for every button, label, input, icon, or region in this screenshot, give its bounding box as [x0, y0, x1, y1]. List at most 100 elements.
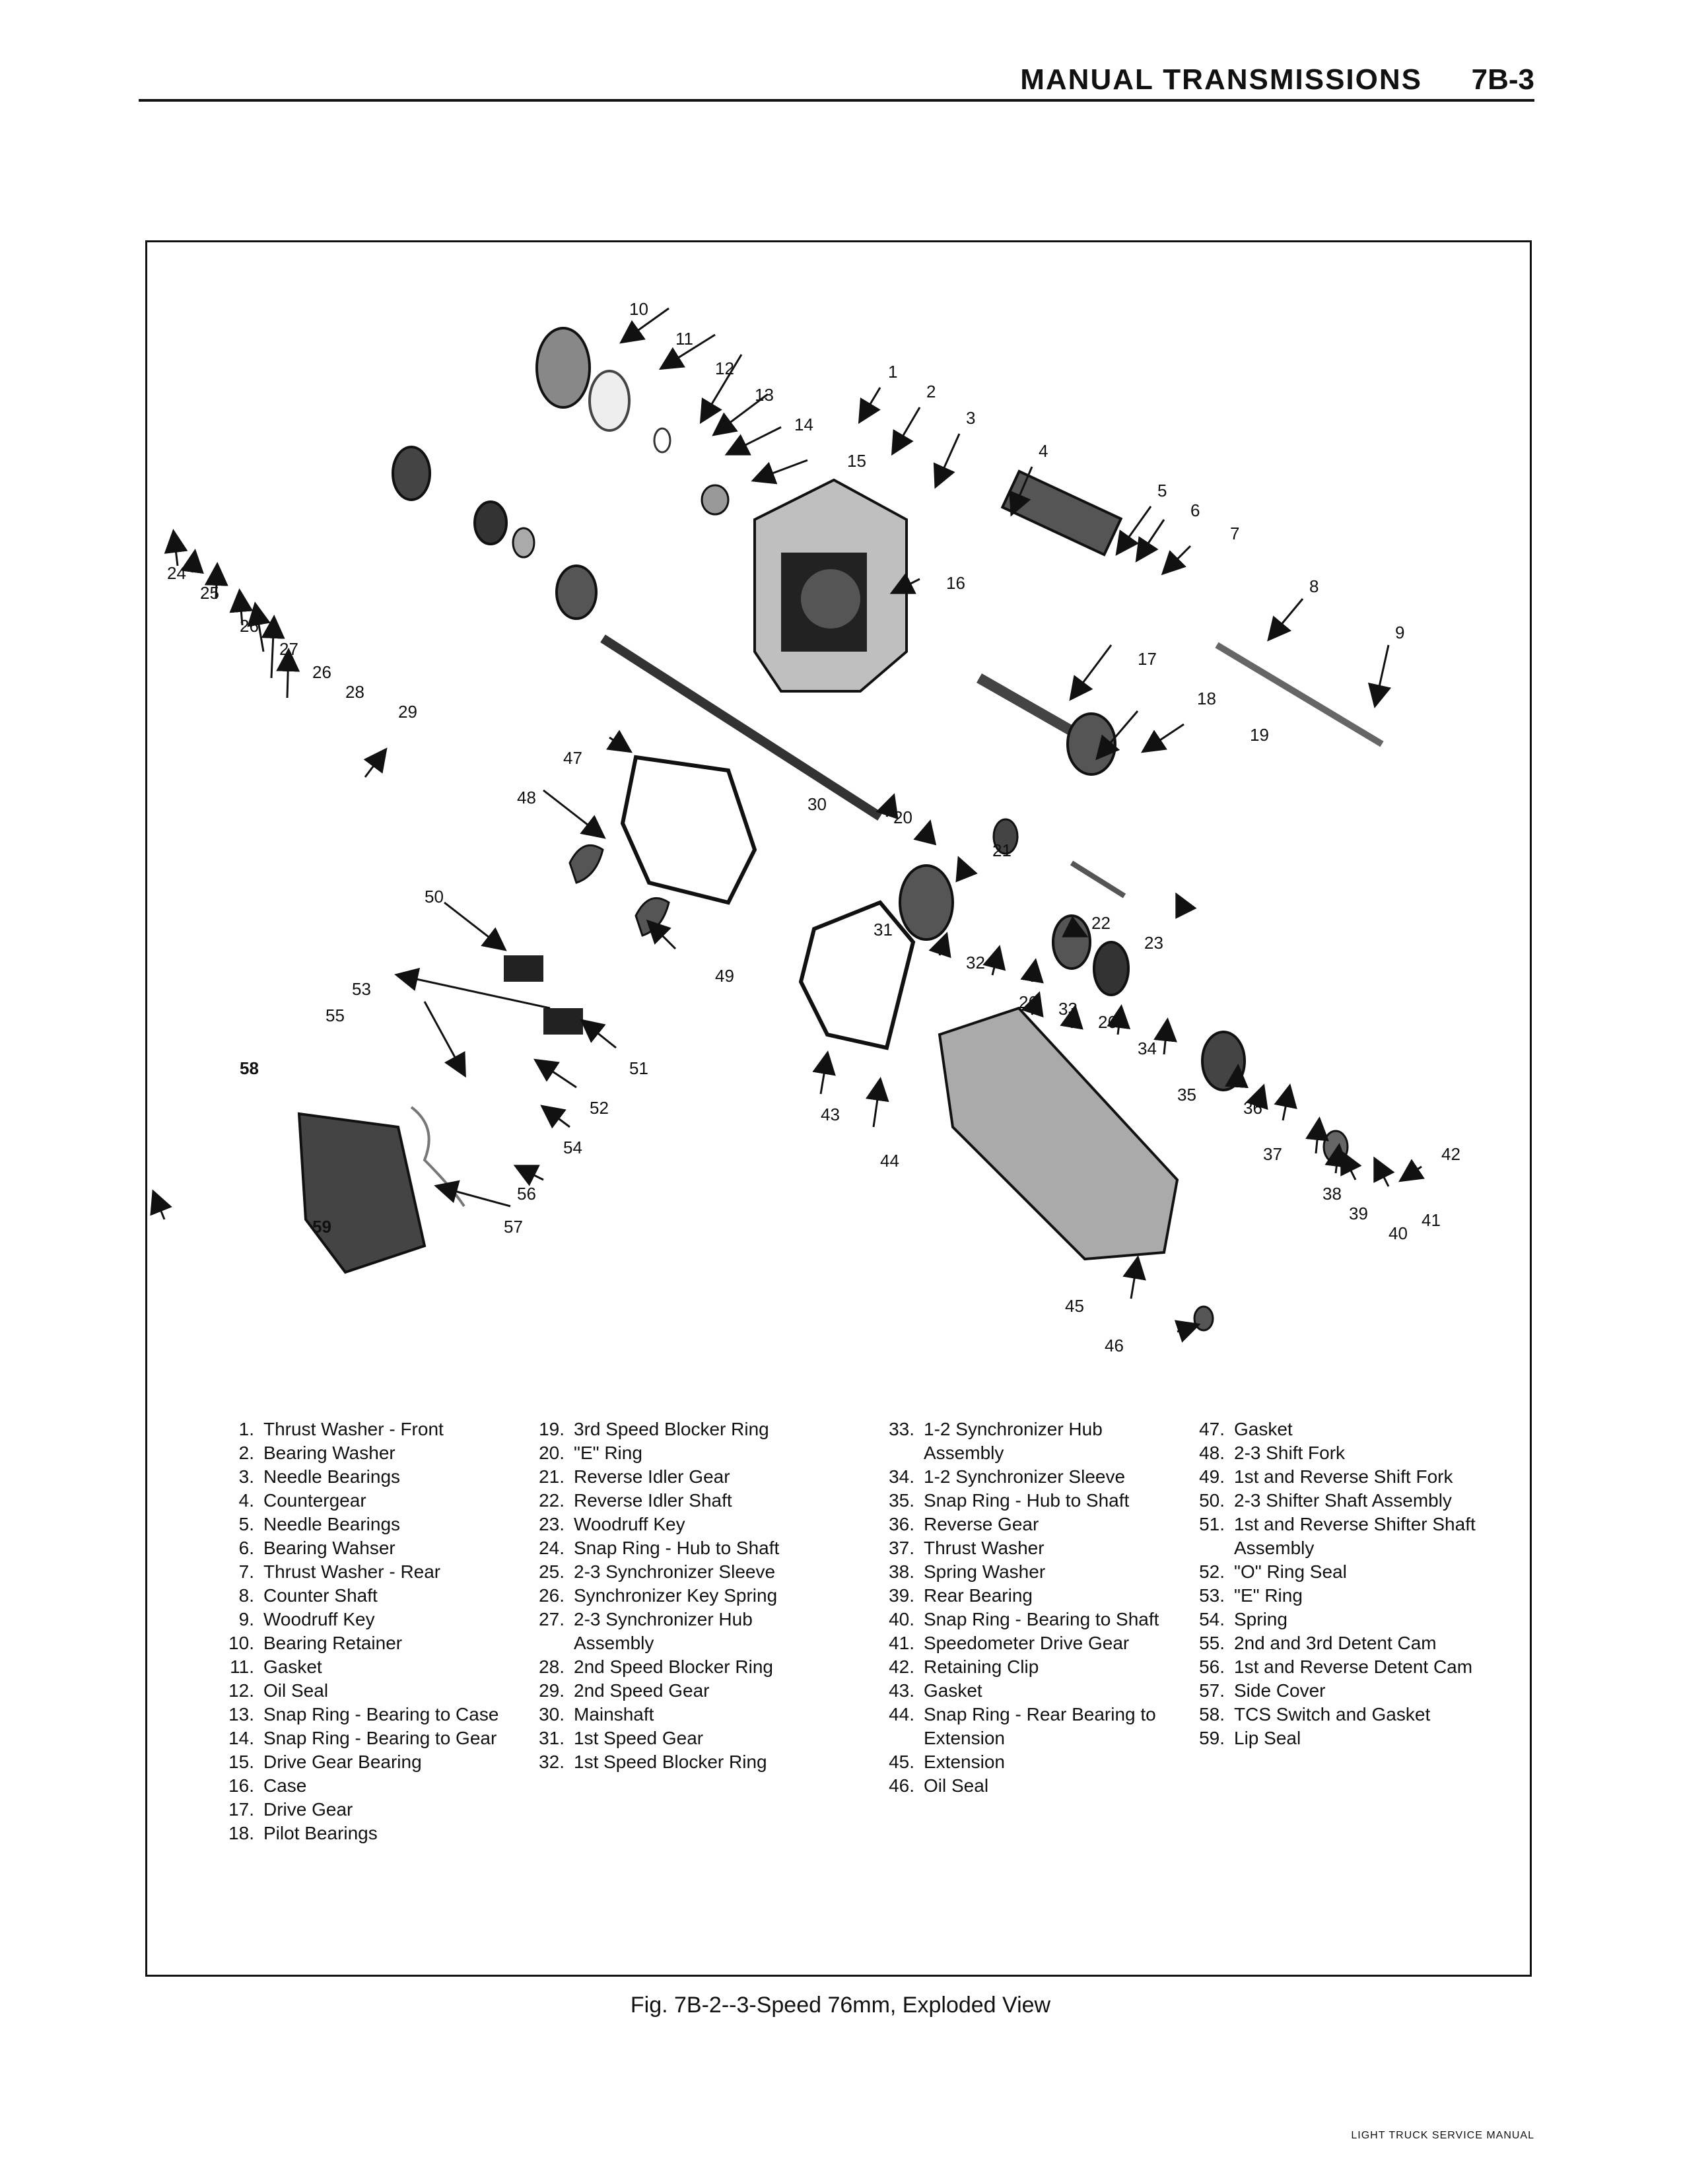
callout-labels: 1 2 3 4 5 6 7 8 9 10 11 12 13 14 15 16 1… — [167, 299, 1460, 1355]
legend-item: 37.Thrust Washer — [889, 1538, 1045, 1558]
shift-fork-drawing — [635, 897, 670, 937]
shifter-shaft-drawing — [543, 1008, 583, 1035]
callout-53: 53 — [352, 979, 371, 999]
legend-item: 59.Lip Seal — [1199, 1728, 1301, 1748]
callout-37: 37 — [1263, 1144, 1282, 1164]
legend-item: 22.Reverse Idler Shaft — [539, 1490, 732, 1511]
legend-column-1: 1.Thrust Washer - Front 2.Bearing Washer… — [213, 1417, 524, 1845]
section-title: MANUAL TRANSMISSIONS — [1020, 63, 1422, 96]
legend-item: 49.1st and Reverse Shift Fork — [1199, 1466, 1453, 1487]
parts-legend: 1.Thrust Washer - Front 2.Bearing Washer… — [213, 1417, 1494, 1959]
exploded-view-illustration: 1 2 3 4 5 6 7 8 9 10 11 12 13 14 15 16 1… — [147, 242, 1530, 1378]
callout-26c: 26 — [1019, 992, 1038, 1012]
callout-13: 13 — [755, 385, 774, 405]
side-cover-gasket-drawing — [620, 755, 757, 905]
synchronizer-hub-drawing — [1052, 914, 1091, 970]
legend-item: 53."E" Ring — [1199, 1585, 1303, 1606]
legend-item: 41.Speedometer Drive Gear — [889, 1633, 1130, 1653]
callout-7: 7 — [1230, 524, 1239, 543]
legend-column-2: 19.3rd Speed Blocker Ring 20."E" Ring 21… — [524, 1417, 834, 1774]
reverse-gear-drawing — [1201, 1031, 1246, 1091]
legend-item: 25.2-3 Synchronizer Sleeve — [539, 1561, 776, 1582]
callout-39: 39 — [1349, 1204, 1368, 1223]
legend-item: 51.1st and Reverse Shifter Shaft Assembl… — [1199, 1514, 1476, 1558]
callout-19: 19 — [1250, 725, 1269, 745]
legend-column-3: 33.1-2 Synchronizer Hub Assembly 34.1-2 … — [874, 1417, 1184, 1798]
callout-25: 25 — [200, 583, 219, 603]
callout-59: 59 — [312, 1217, 331, 1237]
legend-column-4: 47.Gasket 48.2-3 Shift Fork 49.1st and R… — [1184, 1417, 1494, 1750]
legend-item: 9.Woodruff Key — [238, 1609, 375, 1629]
page-number: 7B-3 — [1471, 63, 1534, 96]
callout-46: 46 — [1105, 1336, 1124, 1355]
legend-item: 50.2-3 Shifter Shaft Assembly — [1199, 1490, 1452, 1511]
mainshaft-drawing — [600, 634, 883, 821]
legend-item: 47.Gasket — [1199, 1419, 1293, 1439]
case-part-drawing — [753, 478, 908, 693]
callout-12: 12 — [715, 358, 734, 378]
callout-23: 23 — [1144, 933, 1163, 953]
legend-item: 16.Case — [228, 1775, 307, 1796]
legend-item: 26.Synchronizer Key Spring — [539, 1585, 778, 1606]
callout-26b: 26 — [312, 662, 331, 682]
callout-48: 48 — [517, 788, 536, 807]
callout-26d: 26 — [1098, 1012, 1117, 1032]
legend-item: 40.Snap Ring - Bearing to Shaft — [889, 1609, 1159, 1629]
page-header: MANUAL TRANSMISSIONS 7B-3 — [139, 63, 1534, 103]
blocker-ring-drawing — [512, 527, 535, 559]
legend-item: 32.1st Speed Blocker Ring — [539, 1752, 767, 1772]
callout-28: 28 — [345, 682, 364, 702]
legend-item: 27.2-3 Synchronizer Hub Assembly — [539, 1609, 753, 1653]
synchronizer-hub-drawing — [473, 500, 508, 545]
callout-52: 52 — [590, 1098, 609, 1118]
synchronizer-sleeve-drawing — [392, 446, 431, 501]
bearing-retainer-drawing — [535, 327, 591, 409]
legend-item: 23.Woodruff Key — [539, 1514, 685, 1534]
callout-41: 41 — [1422, 1210, 1441, 1230]
callout-30: 30 — [807, 794, 827, 814]
callout-34: 34 — [1138, 1039, 1157, 1058]
callout-15: 15 — [847, 451, 866, 471]
legend-item: 54.Spring — [1199, 1609, 1287, 1629]
second-speed-gear-drawing — [555, 564, 598, 620]
legend-item: 36.Reverse Gear — [889, 1514, 1039, 1534]
legend-item: 30.Mainshaft — [539, 1704, 654, 1724]
legend-item: 43.Gasket — [889, 1680, 982, 1701]
callout-20: 20 — [893, 807, 912, 827]
callout-10: 10 — [629, 299, 648, 319]
exploded-view-drawing: 1 2 3 4 5 6 7 8 9 10 11 12 13 14 15 16 1… — [150, 299, 1460, 1355]
callout-26: 26 — [240, 616, 259, 636]
legend-item: 3.Needle Bearings — [238, 1466, 401, 1487]
callout-50: 50 — [425, 887, 444, 906]
callout-2: 2 — [926, 382, 936, 401]
legend-item: 18.Pilot Bearings — [228, 1823, 378, 1843]
counter-shaft-drawing — [1215, 642, 1384, 747]
shifter-shaft-drawing — [504, 955, 543, 982]
callout-32: 32 — [966, 953, 985, 973]
callout-43: 43 — [821, 1105, 840, 1124]
first-speed-gear-drawing — [899, 864, 954, 941]
legend-item: 24.Snap Ring - Hub to Shaft — [539, 1538, 780, 1558]
legend-item: 6.Bearing Wahser — [238, 1538, 395, 1558]
legend-item: 8.Counter Shaft — [238, 1585, 378, 1606]
legend-item: 21.Reverse Idler Gear — [539, 1466, 730, 1487]
legend-item: 58.TCS Switch and Gasket — [1199, 1704, 1431, 1724]
header-rule — [139, 99, 1534, 102]
legend-item: 28.2nd Speed Blocker Ring — [539, 1656, 773, 1677]
callout-17: 17 — [1138, 649, 1157, 669]
snap-ring-drawing — [653, 427, 671, 454]
figure-caption: Fig. 7B-2--3-Speed 76mm, Exploded View — [630, 1993, 1051, 2018]
legend-item: 56.1st and Reverse Detent Cam — [1199, 1656, 1473, 1677]
drive-gear-drawing — [977, 673, 1116, 776]
legend-item: 48.2-3 Shift Fork — [1199, 1443, 1346, 1463]
callout-51: 51 — [629, 1058, 648, 1078]
legend-item: 13.Snap Ring - Bearing to Case — [228, 1704, 499, 1724]
figure-frame: 1 2 3 4 5 6 7 8 9 10 11 12 13 14 15 16 1… — [145, 240, 1532, 1977]
callout-58: 58 — [240, 1058, 259, 1078]
callout-18: 18 — [1197, 689, 1216, 708]
legend-item: 5.Needle Bearings — [238, 1514, 401, 1534]
legend-item: 35.Snap Ring - Hub to Shaft — [889, 1490, 1130, 1511]
legend-item: 20."E" Ring — [539, 1443, 642, 1463]
legend-item: 4.Countergear — [238, 1490, 366, 1511]
legend-item: 1.Thrust Washer - Front — [238, 1419, 444, 1439]
